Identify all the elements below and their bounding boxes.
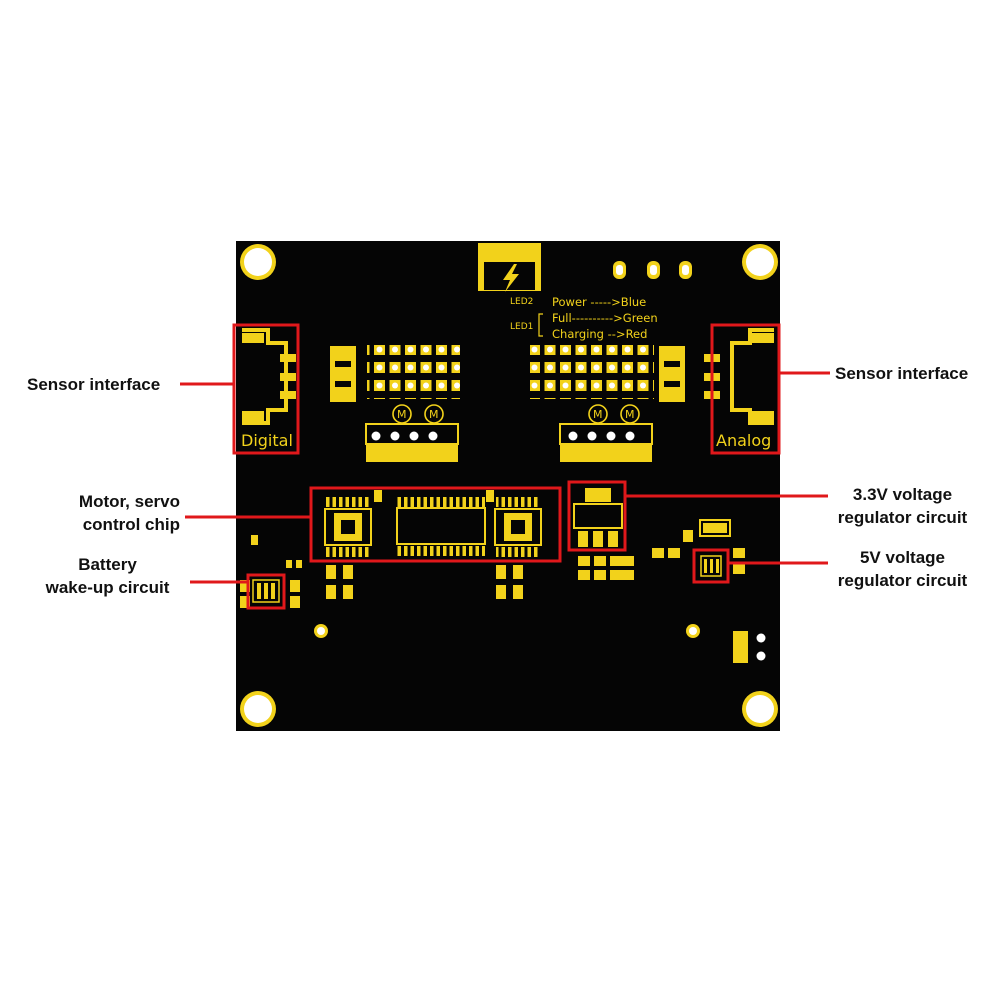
callout-sensor-interface-left: Sensor interface — [27, 373, 160, 396]
callout-line-1: 5V voltage — [859, 548, 946, 567]
motor-mark-4: M — [625, 408, 635, 421]
right-resistor-pads — [659, 346, 685, 402]
digital-sensor-connector: Digital — [241, 328, 296, 450]
highlight-boxes — [232, 323, 781, 610]
top-header-pins — [613, 261, 692, 279]
motor-mark-3: M — [593, 408, 603, 421]
callout-5v-regulator: 5V voltage regulator circuit — [830, 546, 975, 592]
highlight-battery-wakeup — [246, 573, 286, 610]
right-pad-grid — [530, 345, 654, 399]
callout-line-2: regulator circuit — [837, 571, 968, 590]
regulator-5v-footprint — [700, 555, 722, 577]
left-pad-grid — [367, 345, 460, 399]
callout-line-2: control chip — [82, 515, 180, 534]
led-power-text: Power ----->Blue — [552, 295, 646, 309]
callout-3v3-regulator: 3.3V voltage regulator circuit — [830, 483, 975, 529]
led-charging-text: Charging -->Red — [552, 327, 647, 341]
highlight-motor-chip — [309, 486, 562, 563]
callout-line-1: Battery — [78, 555, 137, 574]
callout-text: Sensor interface — [27, 375, 161, 394]
highlight-analog-connector — [710, 323, 781, 455]
lightning-icon — [503, 264, 519, 292]
battery-wakeup-footprint — [252, 579, 280, 603]
leader-lines — [180, 371, 830, 584]
analog-label: Analog — [716, 431, 771, 450]
callout-line-2: wake-up circuit — [45, 578, 170, 597]
bottom-right-pads — [733, 631, 766, 663]
digital-label: Digital — [241, 431, 293, 450]
callout-battery-wakeup: Battery wake-up circuit — [35, 553, 180, 599]
callout-text: Sensor interface — [835, 364, 969, 383]
motor-mark-1: M — [397, 408, 407, 421]
led-full-text: Full---------->Green — [552, 311, 658, 325]
left-motor-header: M M — [365, 404, 459, 462]
power-switch — [478, 243, 541, 292]
highlight-3v3-regulator — [567, 480, 627, 552]
led2-label: LED2 — [510, 297, 533, 307]
callout-motor-servo-chip: Motor, servo control chip — [55, 490, 180, 536]
right-motor-header: M M — [559, 404, 653, 462]
regulator-3v3-footprint — [573, 488, 623, 547]
motor-driver-chips — [324, 490, 542, 557]
mounting-holes — [240, 244, 778, 727]
led-legend: LED2 LED1 Power ----->Blue Full---------… — [510, 295, 658, 341]
highlight-5v-regulator — [692, 548, 730, 584]
pcb-board — [236, 241, 780, 731]
callout-line-1: 3.3V voltage — [852, 485, 953, 504]
callout-line-1: Motor, servo — [78, 492, 180, 511]
led1-label: LED1 — [510, 322, 533, 332]
highlight-digital-connector — [232, 323, 300, 455]
callout-line-2: regulator circuit — [837, 508, 968, 527]
callout-sensor-interface-right: Sensor interface — [835, 362, 968, 385]
left-resistor-pads — [330, 346, 356, 402]
motor-mark-2: M — [429, 408, 439, 421]
passive-components — [240, 519, 745, 608]
